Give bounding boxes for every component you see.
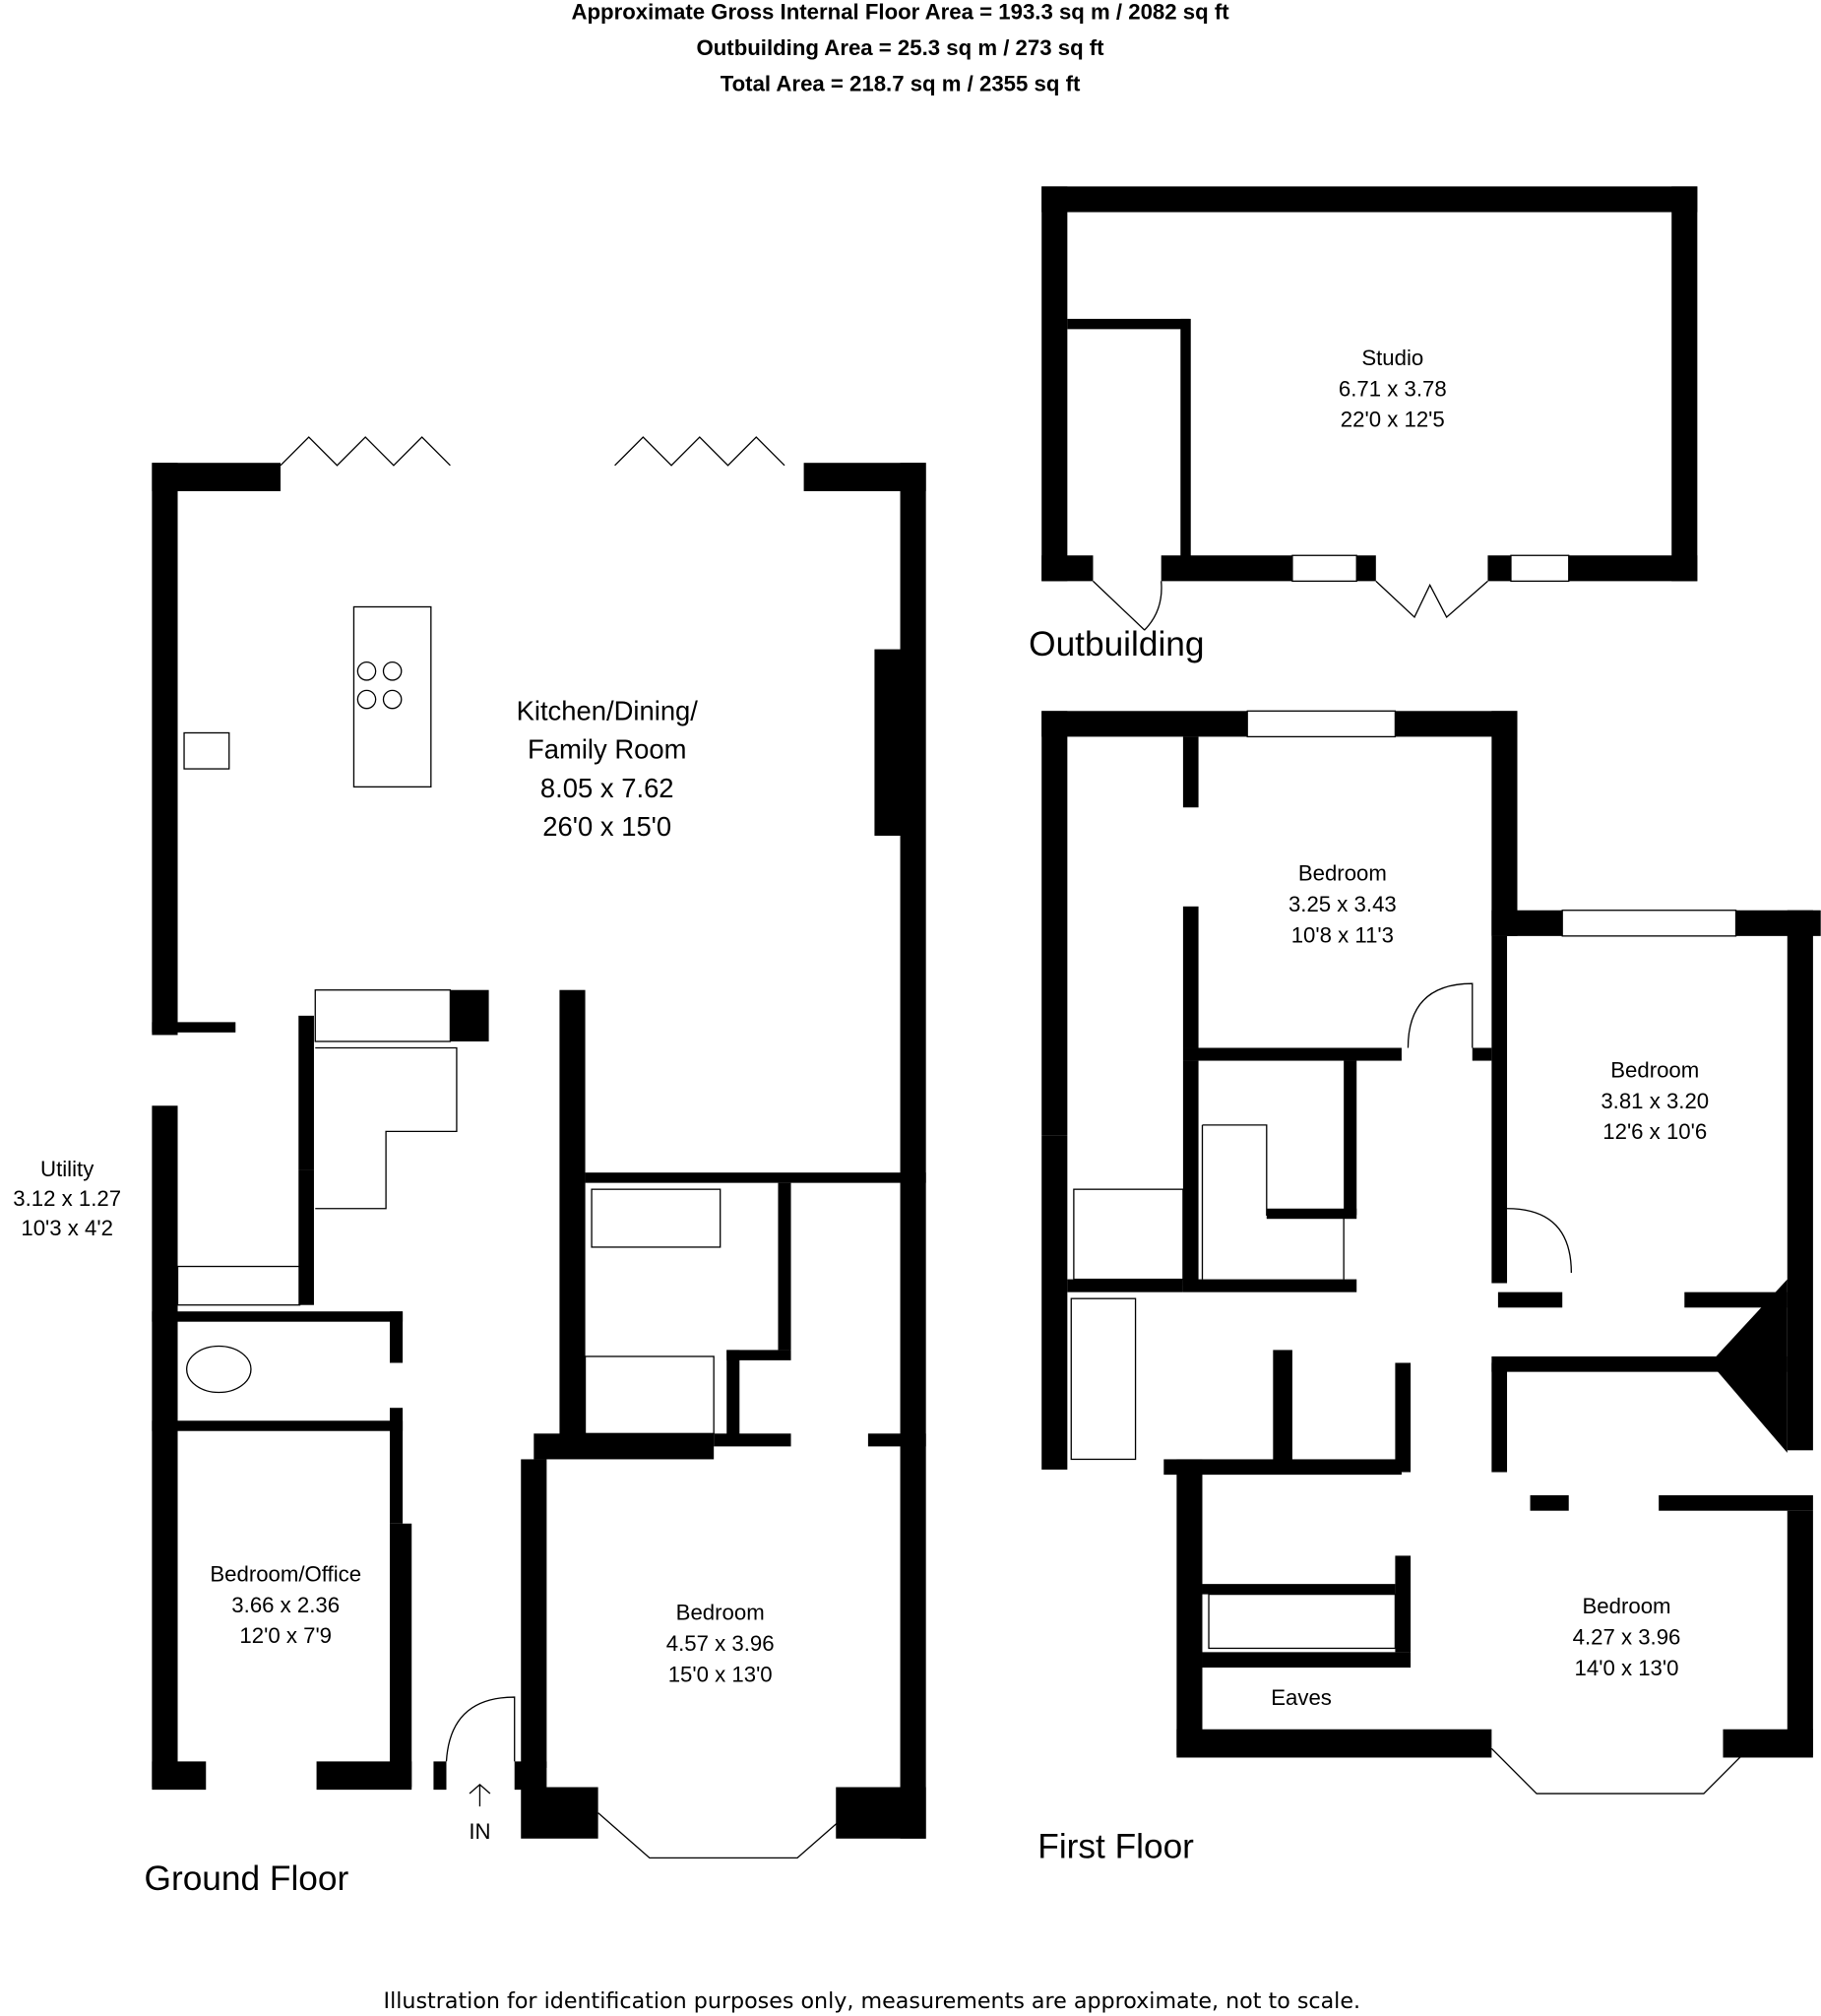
total-area-text: Total Area = 218.7 sq m / 2355 sq ft — [721, 72, 1081, 96]
first-floor-plan — [1041, 710, 1821, 1795]
gf-bedroom-metric: 4.57 x 3.96 — [666, 1631, 775, 1656]
studio-metric: 6.71 x 3.78 — [1339, 376, 1447, 401]
outbuilding-plan — [1041, 186, 1698, 631]
studio-imperial: 22'0 x 12'5 — [1341, 408, 1445, 432]
kitchen-label-1: Kitchen/Dining/ — [517, 695, 699, 725]
ff-bedroom2-label: Bedroom — [1610, 1058, 1699, 1083]
gross-area-text: Approximate Gross Internal Floor Area = … — [571, 0, 1229, 25]
office-label: Bedroom/Office — [210, 1562, 361, 1587]
utility-label: Utility — [40, 1157, 94, 1181]
kitchen-metric: 8.05 x 7.62 — [540, 773, 674, 803]
ff-bedroom2-metric: 3.81 x 3.20 — [1601, 1089, 1709, 1113]
utility-metric: 3.12 x 1.27 — [13, 1186, 121, 1211]
ff-bedroom3-imperial: 14'0 x 13'0 — [1575, 1656, 1679, 1680]
ff-bedroom1-metric: 3.25 x 3.43 — [1288, 892, 1397, 916]
ff-bedroom1-label: Bedroom — [1298, 861, 1387, 886]
ff-bedroom3-label: Bedroom — [1582, 1594, 1670, 1618]
ff-bedroom3-metric: 4.27 x 3.96 — [1573, 1625, 1681, 1650]
gf-bedroom-imperial: 15'0 x 13'0 — [668, 1662, 773, 1686]
outbuilding-title: Outbuilding — [1029, 625, 1204, 663]
kitchen-label-2: Family Room — [528, 734, 686, 765]
gf-bedroom-label: Bedroom — [676, 1601, 765, 1625]
ground-floor-plan — [152, 436, 926, 1858]
office-imperial: 12'0 x 7'9 — [239, 1623, 332, 1648]
office-metric: 3.66 x 2.36 — [231, 1593, 340, 1617]
kitchen-imperial: 26'0 x 15'0 — [542, 811, 671, 842]
studio-label: Studio — [1361, 346, 1423, 370]
ff-bedroom1-imperial: 10'8 x 11'3 — [1291, 922, 1394, 947]
ground-floor-title: Ground Floor — [145, 1859, 349, 1898]
disclaimer-footer: Illustration for identification purposes… — [384, 1988, 1361, 2014]
first-floor-title: First Floor — [1037, 1827, 1194, 1865]
outbuilding-area-text: Outbuilding Area = 25.3 sq m / 273 sq ft — [697, 35, 1105, 60]
entrance-label: IN — [469, 1819, 490, 1844]
eaves-label: Eaves — [1271, 1685, 1332, 1710]
utility-imperial: 10'3 x 4'2 — [21, 1216, 113, 1240]
ff-bedroom2-imperial: 12'6 x 10'6 — [1602, 1119, 1707, 1144]
